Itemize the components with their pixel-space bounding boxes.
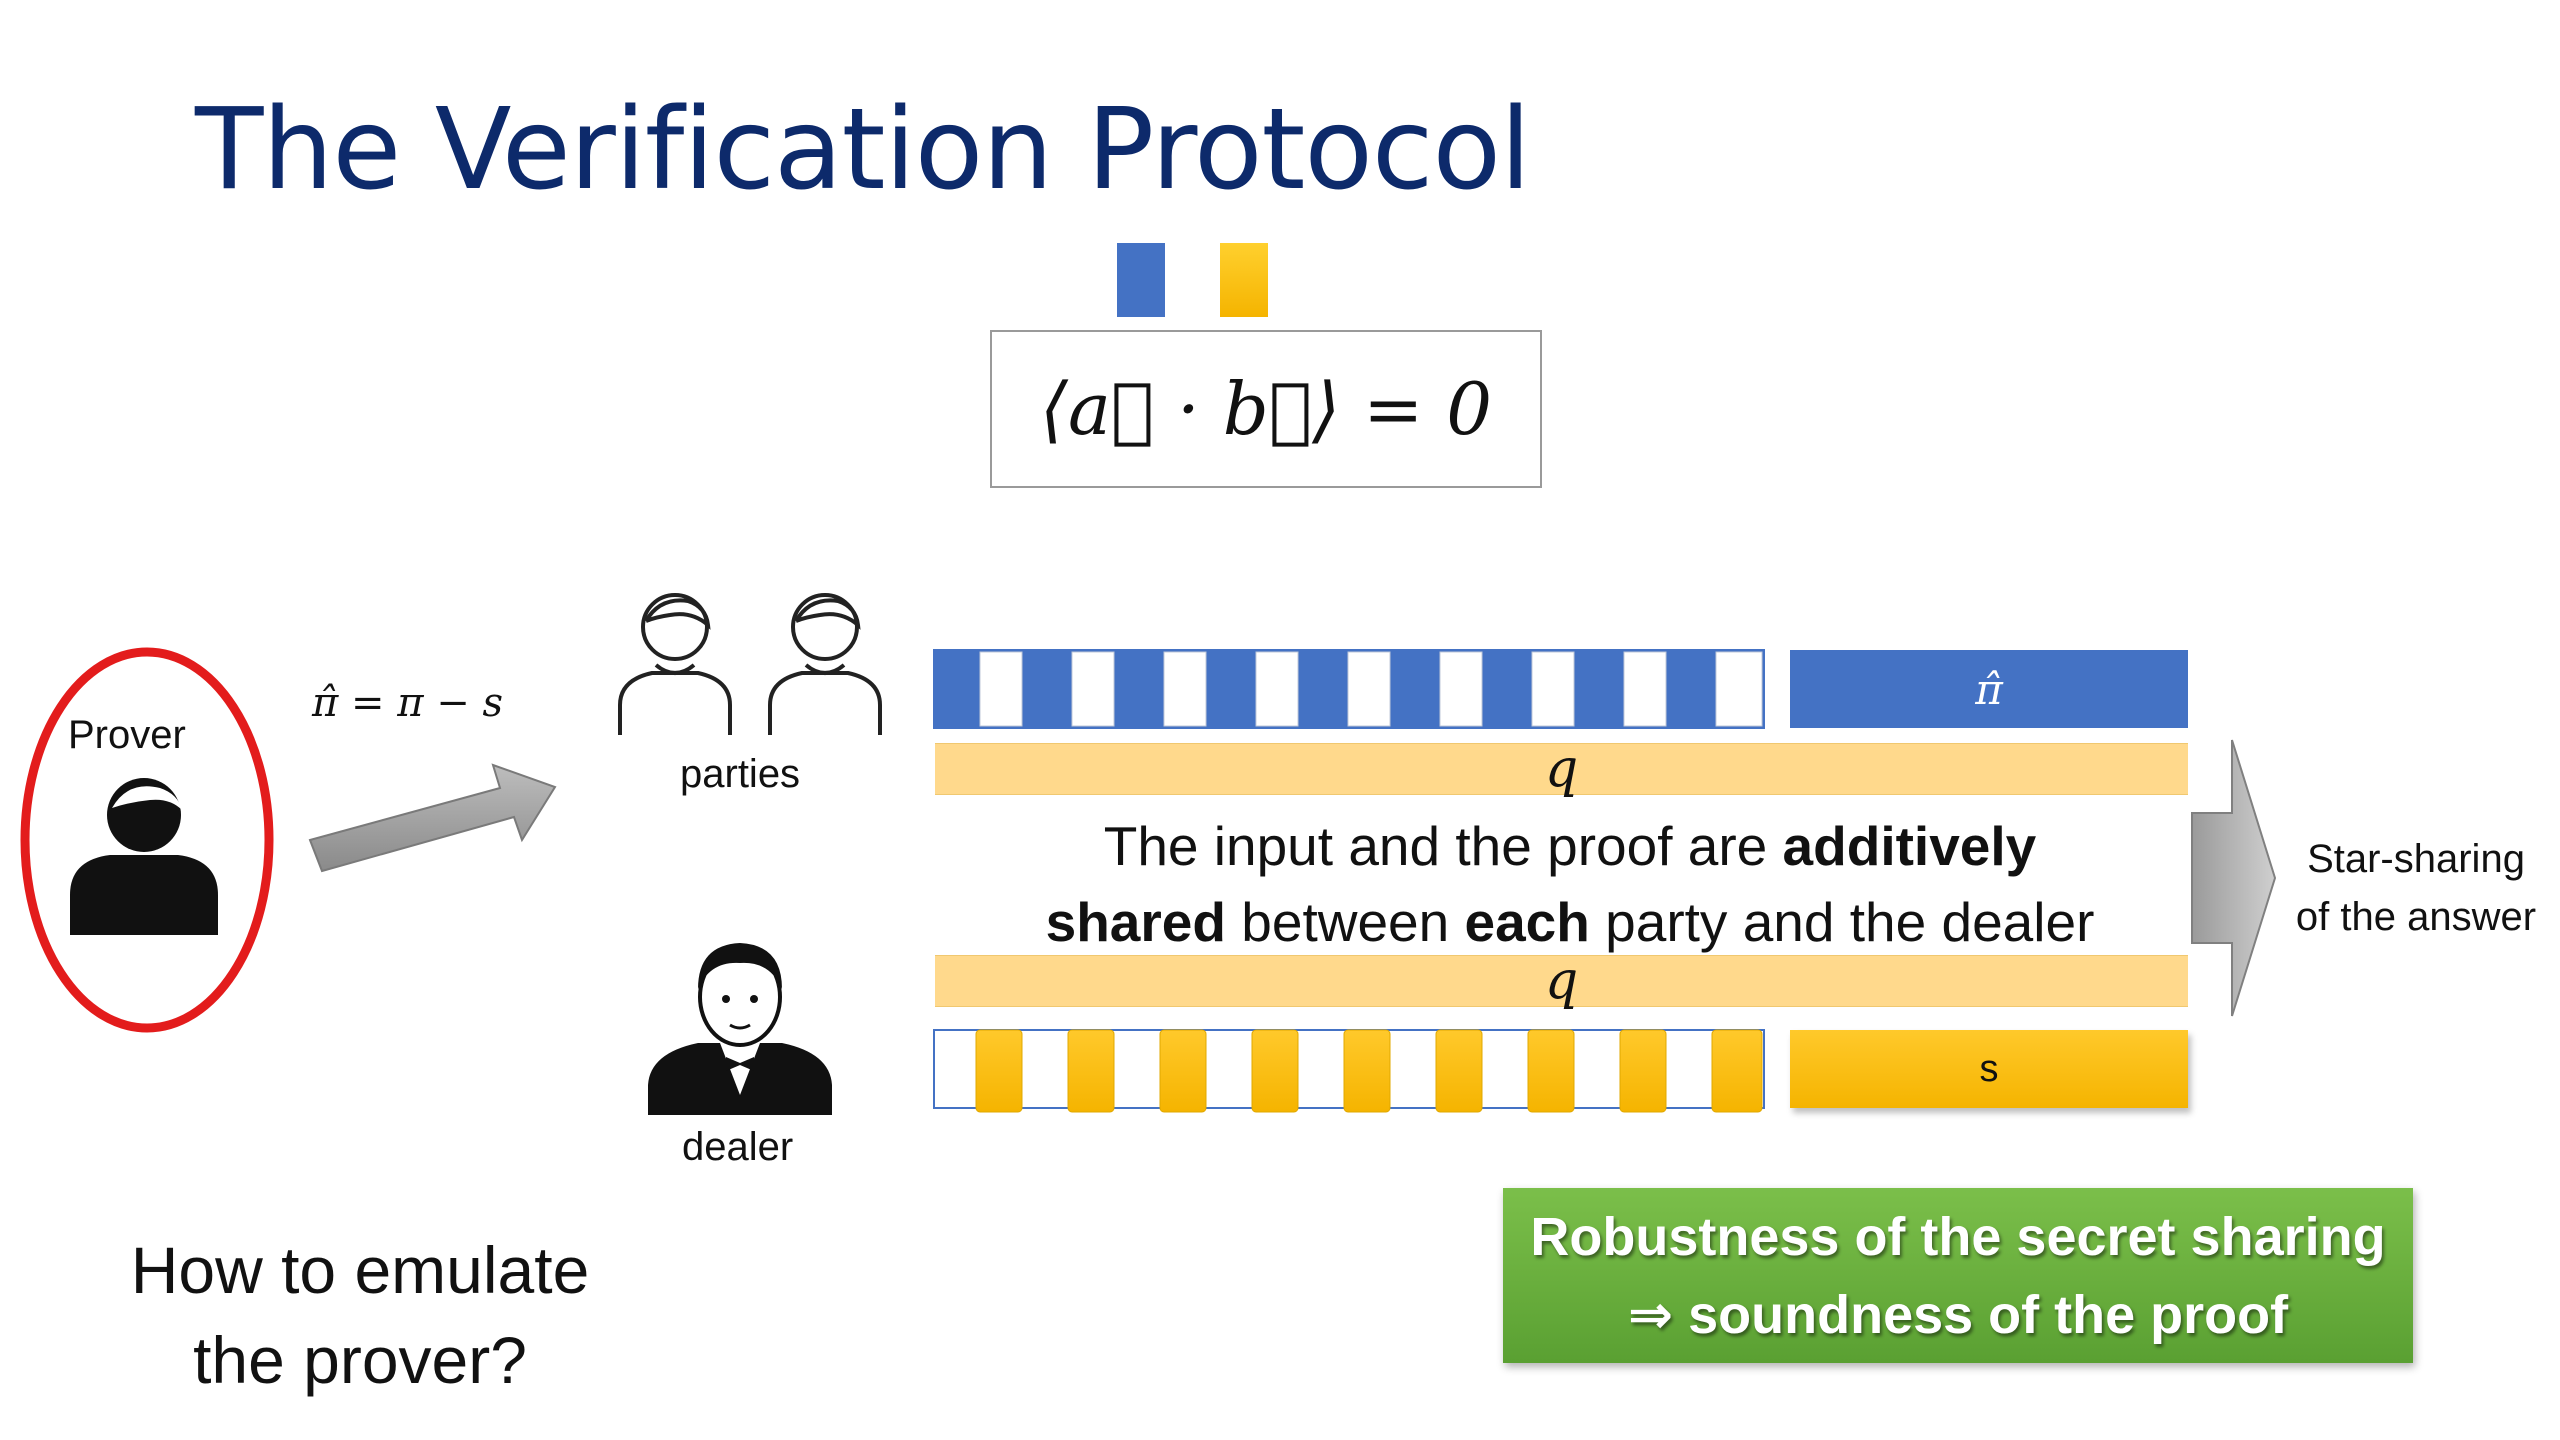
q-bar-bottom: q — [935, 951, 2188, 1011]
star-sharing-arrow-icon — [2191, 739, 2277, 1017]
parties-label: parties — [680, 752, 801, 796]
prover-group — [20, 647, 274, 1033]
vector-a-square — [1117, 243, 1165, 317]
q-bar-top: q — [935, 739, 2188, 799]
pi-hat-bar: π̂ — [1790, 650, 2188, 728]
dealer-label: dealer — [682, 1125, 794, 1169]
pi-hat-equation: π̂ = π − s — [312, 680, 503, 726]
block-arrow-icon — [308, 763, 557, 873]
prover-highlight-circle — [20, 647, 274, 1033]
dealer-share-bar — [933, 1029, 1765, 1113]
party-2-icon — [768, 593, 882, 735]
pi-hat-label: π̂ — [1975, 664, 2003, 714]
prover-person-icon — [70, 778, 218, 935]
vector-b-square — [1220, 243, 1268, 317]
s-bar: s — [1790, 1030, 2188, 1108]
star-sharing-label: Star-sharing of the answer — [2295, 837, 2537, 939]
emulate-prover-question: How to emulate the prover? — [130, 1233, 590, 1397]
robustness-box: Robustness of the secret sharing ⇒ sound… — [1503, 1188, 2413, 1363]
dealer-tuxedo-icon — [648, 943, 832, 1115]
party-1-icon — [618, 593, 732, 735]
inner-product-formula: ⟨a⃗ · b⃗⟩ = 0 — [1039, 367, 1493, 451]
parties-share-bar — [933, 649, 1765, 729]
prover-label: Prover — [68, 713, 186, 757]
formula-box: ⟨a⃗ · b⃗⟩ = 0 — [990, 330, 1542, 488]
parties-group — [618, 593, 882, 735]
q-label-bottom: q — [1544, 951, 1579, 1011]
slide-title: The Verification Protocol — [195, 85, 1531, 215]
additive-sharing-text: The input and the proof are additively s… — [1045, 815, 2095, 953]
s-label: s — [1979, 1047, 1999, 1090]
q-label-top: q — [1544, 739, 1579, 799]
